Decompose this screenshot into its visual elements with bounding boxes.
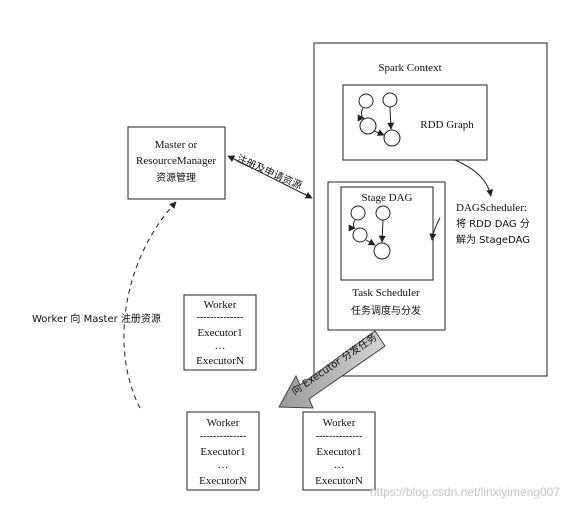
rdd-edge-2 xyxy=(387,106,395,130)
stage-edge-3 xyxy=(365,238,376,246)
stage-node-4 xyxy=(373,242,391,260)
rdd-edge-3 xyxy=(373,129,385,136)
worker-3-divider: -------------- xyxy=(316,431,363,442)
master-line2: ResourceManager xyxy=(136,155,216,167)
register-resource-arrow: 注册及申请资源 xyxy=(227,152,313,199)
rdd-node-2 xyxy=(382,92,398,108)
worker-2-executorN: ExecutorN xyxy=(199,475,247,487)
rdd-node-3 xyxy=(359,117,377,135)
stage-node-3 xyxy=(352,227,368,243)
rdd-edge-1 xyxy=(357,107,365,122)
master-line1: Master or xyxy=(155,139,198,151)
worker-2-executor1: Executor1 xyxy=(200,446,245,458)
register-resource-label: 注册及申请资源 xyxy=(235,152,304,192)
worker-1-executorN: ExecutorN xyxy=(196,355,244,367)
worker-box-3: Worker -------------- Executor1 … Execut… xyxy=(302,411,376,491)
master-box: Master or ResourceManager 资源管理 xyxy=(127,126,226,200)
worker-register-label: Worker 向 Master 注册资源 xyxy=(32,312,161,325)
worker-3-title: Worker xyxy=(323,417,356,429)
worker-1-executor1: Executor1 xyxy=(197,327,242,339)
rdd-node-4 xyxy=(383,129,401,147)
worker-1-divider: -------------- xyxy=(197,312,244,323)
spark-context-title: Spark Context xyxy=(378,62,441,74)
dag-note-line2: 将 RDD DAG 分 xyxy=(456,218,530,230)
rdd-graph-box: RDD Graph xyxy=(342,84,488,161)
dag-note-line3: 解为 StageDAG xyxy=(456,233,530,246)
worker-3-executor1: Executor1 xyxy=(316,446,361,458)
rdd-node-1 xyxy=(358,93,374,109)
stage-node-2 xyxy=(375,205,391,221)
dag-scheduler-arrow xyxy=(454,159,494,197)
worker-2-divider: -------------- xyxy=(200,431,247,442)
stage-dag-label: Stage DAG xyxy=(361,192,412,204)
worker-2-title: Worker xyxy=(207,417,240,429)
dag-note-arrow xyxy=(429,217,441,241)
worker-box-2: Worker -------------- Executor1 … Execut… xyxy=(186,411,260,491)
dag-note-line1: DAGScheduler: xyxy=(456,202,527,214)
task-scheduler-title: Task Scheduler xyxy=(352,287,420,299)
master-line3: 资源管理 xyxy=(156,171,196,184)
stage-edge-1 xyxy=(348,219,356,232)
worker-1-title: Worker xyxy=(204,299,237,311)
worker-register-arc xyxy=(123,201,177,409)
worker-3-dots: … xyxy=(334,459,345,471)
worker-2-dots: … xyxy=(218,459,229,471)
stage-node-1 xyxy=(350,205,366,221)
watermark-url: https://blog.csdn.net/linxiyimeng007 xyxy=(370,485,560,499)
rdd-graph-label: RDD Graph xyxy=(420,119,474,131)
worker-1-dots: … xyxy=(215,340,226,352)
stage-edge-2 xyxy=(378,219,386,243)
worker-box-1: Worker -------------- Executor1 … Execut… xyxy=(183,294,257,371)
stage-dag-box: Stage DAG xyxy=(340,186,434,281)
worker-3-executorN: ExecutorN xyxy=(315,475,363,487)
dag-scheduler-note: DAGScheduler: 将 RDD DAG 分 解为 StageDAG xyxy=(456,202,530,246)
task-scheduler-subtitle: 任务调度与分发 xyxy=(351,304,421,317)
